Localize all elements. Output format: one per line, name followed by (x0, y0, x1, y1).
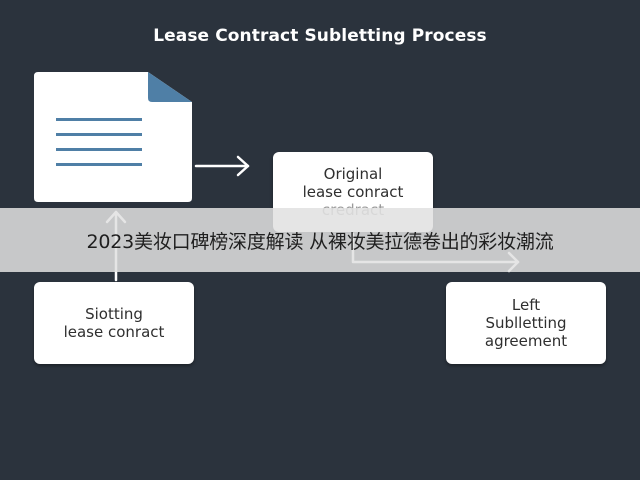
overlay-banner: 2023美妆口碑榜深度解读 从裸妆美拉德卷出的彩妆潮流 (0, 208, 640, 272)
diagram-title: Lease Contract Subletting Process (153, 26, 487, 46)
node-left-line-2: Sublletting (485, 314, 567, 332)
node-left-line-1: Left (511, 296, 541, 314)
node-slotting-line-1: Siotting (85, 305, 143, 323)
document-icon (34, 72, 192, 202)
arrow-doc-to-original (194, 155, 250, 177)
node-slotting-lease: Siotting lease conract (34, 282, 194, 364)
node-original-line-1: Original (323, 165, 383, 183)
node-sublet-agreement: Left Sublletting agreement (446, 282, 606, 364)
node-left-line-3: agreement (484, 332, 568, 350)
node-slotting-line-2: lease conract (63, 323, 165, 341)
node-original-line-2: lease conract (302, 183, 404, 201)
